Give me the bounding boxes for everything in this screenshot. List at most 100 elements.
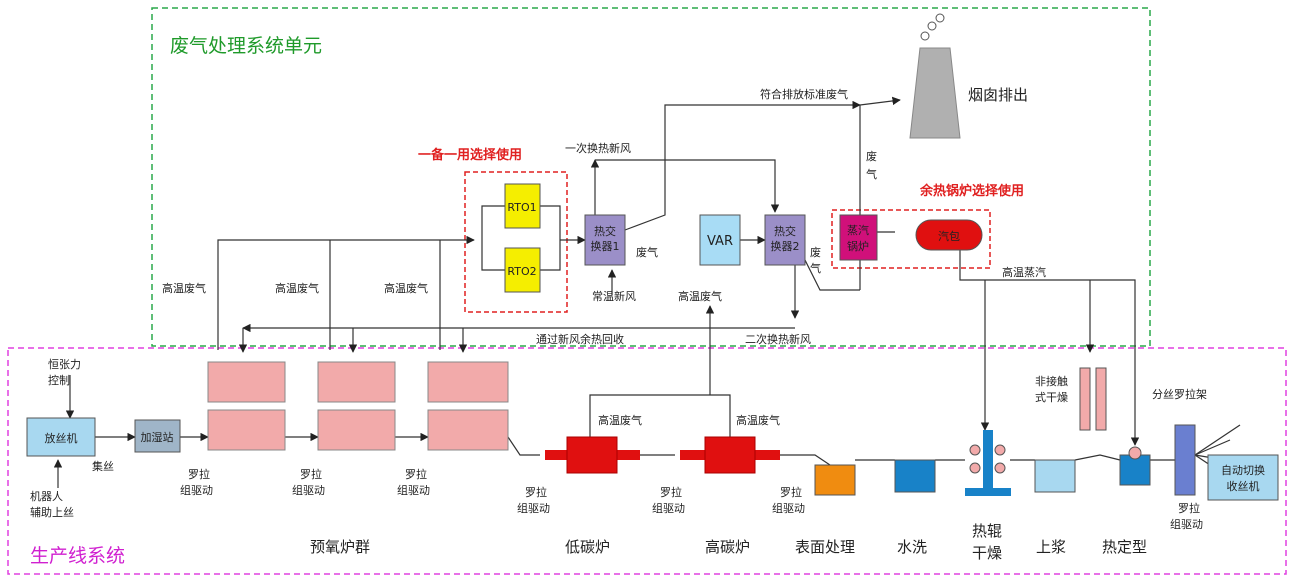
preox-furnace-1a	[207, 361, 286, 403]
hot-gas-label-1: 高温废气	[162, 281, 206, 295]
preox-furnace-1b	[207, 409, 286, 451]
stage-sizing: 上浆	[1036, 538, 1066, 556]
winder-label-1: 自动切换	[1221, 463, 1265, 477]
heated-roller-icon	[969, 462, 981, 474]
sizing-tank	[1034, 459, 1076, 493]
unwinder-label: 放丝机	[45, 431, 78, 445]
roller-label-3b: 组驱动	[397, 483, 430, 497]
roller-label-5b: 组驱动	[652, 501, 685, 515]
split-label: 分丝罗拉架	[1152, 387, 1207, 401]
hx2-label-2: 换器2	[771, 239, 800, 253]
exhaust-flow-lines	[217, 96, 1140, 446]
humidifier-label: 加湿站	[141, 430, 174, 444]
var-unit	[699, 214, 741, 266]
second-air-label: 二次换热新风	[745, 332, 811, 346]
auto-winder	[1207, 454, 1279, 501]
roller-label-6a: 罗拉	[780, 485, 802, 499]
exhaust-section-title: 废气处理系统单元	[170, 35, 322, 57]
unwinder	[26, 417, 96, 457]
roller-label-5a: 罗拉	[660, 485, 682, 499]
waste-gas-vertical-4: 气	[810, 261, 821, 275]
dryer-base	[965, 488, 1011, 496]
heated-roller-dryer	[983, 430, 993, 490]
drum-label: 汽包	[938, 229, 960, 243]
high-carbon-furnace	[704, 436, 756, 474]
bundle-label: 集丝	[92, 459, 114, 473]
boiler-option-frame	[831, 209, 991, 269]
heated-roller-icon	[969, 444, 981, 456]
hx1-label-1: 热交	[594, 224, 616, 238]
boiler-label-2: 锅炉	[847, 240, 869, 253]
heat-setting-unit	[1119, 454, 1151, 486]
hot-gas-label-3: 高温废气	[384, 281, 428, 295]
hx2-label-1: 热交	[774, 224, 796, 238]
waste-gas-label: 废气	[636, 245, 658, 259]
waste-gas-vertical-1: 废	[866, 149, 877, 163]
hot-gas-label-4: 高温废气	[678, 289, 722, 303]
production-section-title: 生产线系统	[30, 545, 125, 567]
split-roller-frame	[1174, 424, 1196, 496]
boiler-note: 余热锅炉选择使用	[919, 183, 1024, 199]
rto-backup-frame	[464, 171, 568, 313]
heat-exchanger-2	[764, 214, 806, 266]
hot-gas-label-5: 高温废气	[598, 413, 642, 427]
steam-boiler	[839, 214, 878, 261]
exhaust-section-frame	[151, 7, 1151, 347]
stage-low-carbon: 低碳炉	[565, 538, 610, 556]
roller-label-4b: 组驱动	[517, 501, 550, 515]
stage-dry-2: 干燥	[972, 544, 1002, 562]
noncontact-dryer-a	[1079, 367, 1091, 431]
stage-preox: 预氧炉群	[310, 538, 370, 556]
steam-label: 高温蒸汽	[1002, 265, 1046, 279]
rto2-unit	[504, 247, 541, 293]
smoke-puff-icon	[920, 31, 930, 41]
heat-setting-roller-icon	[1128, 446, 1142, 460]
roller-label-2a: 罗拉	[300, 467, 322, 481]
roller-label-1a: 罗拉	[188, 467, 210, 481]
hx1-label-2: 换器1	[591, 239, 620, 253]
first-air-label: 一次换热新风	[565, 141, 631, 155]
roller-label-7b: 组驱动	[1170, 517, 1203, 531]
preox-furnace-2b	[317, 409, 396, 451]
roller-label-6b: 组驱动	[772, 501, 805, 515]
preox-furnace-2a	[317, 361, 396, 403]
noncontact-dryer-b	[1095, 367, 1107, 431]
heated-roller-icon	[994, 444, 1006, 456]
robot-label-2: 辅助上丝	[30, 505, 74, 519]
humidifier	[134, 419, 181, 453]
noncontact-label-2: 式干燥	[1035, 391, 1068, 404]
chimney	[909, 47, 961, 139]
roller-label-3a: 罗拉	[405, 467, 427, 481]
recovery-label: 通过新风余热回收	[536, 332, 624, 346]
roller-label-1b: 组驱动	[180, 483, 213, 497]
stage-wash: 水洗	[897, 538, 927, 556]
var-label: VAR	[707, 234, 733, 249]
hot-gas-label-2: 高温废气	[275, 281, 319, 295]
robot-label-1: 机器人	[30, 489, 63, 503]
waste-gas-vertical-2: 气	[866, 167, 877, 181]
stage-heatset: 热定型	[1102, 538, 1147, 556]
rto1-unit	[504, 183, 541, 229]
production-section-frame	[7, 347, 1287, 575]
backup-note: 一备一用选择使用	[418, 147, 522, 163]
roller-label-7a: 罗拉	[1178, 501, 1200, 515]
wash-tank	[894, 459, 936, 493]
winder-label-2: 收丝机	[1227, 479, 1260, 493]
roller-label-4a: 罗拉	[525, 485, 547, 499]
hot-gas-label-6: 高温废气	[736, 413, 780, 427]
boiler-label-1: 蒸汽	[847, 223, 869, 237]
stage-surface: 表面处理	[795, 538, 855, 556]
smoke-puff-icon	[927, 21, 937, 31]
noncontact-label-1: 非接触	[1035, 374, 1068, 388]
waste-gas-vertical-3: 废	[810, 245, 821, 259]
surface-treatment-tank	[814, 464, 856, 496]
heated-roller-icon	[994, 462, 1006, 474]
rto2-label: RTO2	[507, 265, 536, 278]
chimney-label: 烟囱排出	[968, 86, 1028, 104]
tension-label-2: 控制	[48, 373, 70, 387]
heat-exchanger-1	[584, 214, 626, 266]
roller-label-2b: 组驱动	[292, 483, 325, 497]
tension-label-1: 恒张力	[48, 358, 81, 371]
